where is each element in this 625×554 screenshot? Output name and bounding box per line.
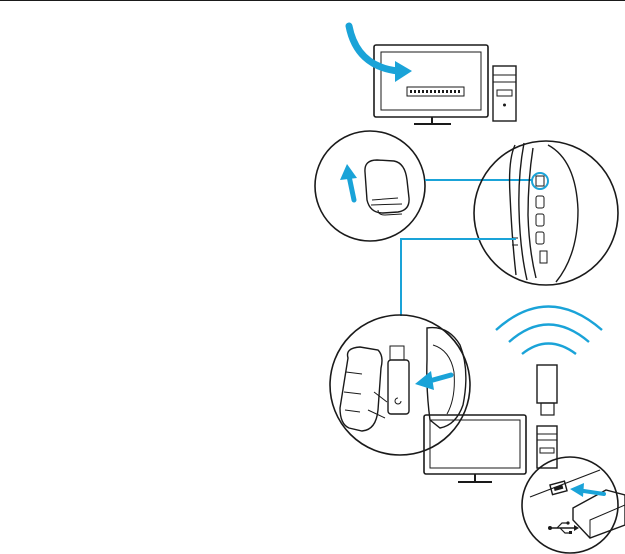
- up-arrow-icon: [340, 164, 357, 200]
- computer-monitor-icon: [374, 45, 488, 124]
- usb-symbol-icon: [548, 521, 579, 534]
- usb-dongle-icon: [537, 365, 557, 415]
- pc-tower-icon: [493, 66, 516, 121]
- wifi-signal-icon: [496, 307, 602, 355]
- earcup-cover-icon: [315, 131, 425, 241]
- usb-port-closeup-icon: [522, 457, 625, 553]
- usb-dongle-icon: [388, 346, 409, 414]
- computer-monitor-icon: [424, 415, 526, 482]
- step-monitor: [349, 26, 516, 124]
- connector-line: [401, 239, 516, 316]
- step-remove-dongle: [315, 131, 533, 241]
- pc-tower-icon: [537, 426, 557, 468]
- earcup-buttons-closeup-icon: [474, 141, 618, 285]
- step-insert-dongle: [330, 315, 470, 455]
- left-arrow-icon: [415, 371, 451, 390]
